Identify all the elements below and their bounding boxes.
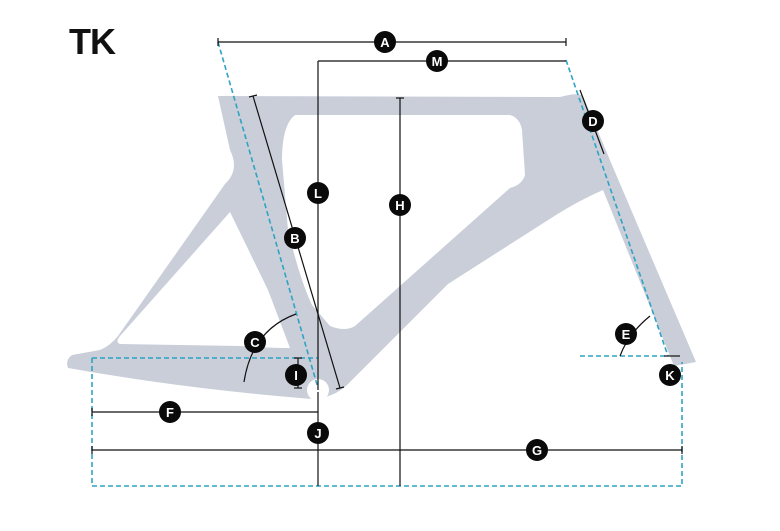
label-badge-a: A — [374, 31, 396, 53]
label-badge-c: C — [244, 331, 266, 353]
frame-outline — [67, 94, 697, 399]
label-b: B — [290, 231, 299, 246]
dim-line-b-cap-t — [248, 94, 258, 98]
label-badge-e: E — [615, 323, 637, 345]
label-j: J — [314, 426, 321, 441]
label-badge-j: J — [307, 422, 329, 444]
reference-lines — [91, 41, 683, 487]
label-m: M — [432, 54, 443, 69]
dim-line-b-cap-b — [335, 386, 345, 390]
label-h: H — [395, 198, 404, 213]
label-badge-b: B — [284, 227, 306, 249]
label-d: D — [588, 114, 597, 129]
label-l: L — [314, 186, 322, 201]
label-badge-f: F — [159, 401, 181, 423]
label-f: F — [166, 405, 174, 420]
label-a: A — [380, 35, 390, 50]
label-badge-h: H — [389, 194, 411, 216]
label-badge-m: M — [426, 50, 448, 72]
label-badge-g: G — [526, 439, 548, 461]
label-k: K — [665, 368, 675, 383]
label-c: C — [250, 335, 260, 350]
label-badge-d: D — [582, 110, 604, 132]
wheelbase-box-lower — [91, 358, 683, 487]
label-badge-l: L — [307, 182, 329, 204]
label-badge-i: I — [285, 364, 307, 386]
label-g: G — [532, 443, 542, 458]
label-badge-k: K — [659, 364, 681, 386]
seat-tube-ref — [217, 41, 319, 389]
model-title: TK — [69, 21, 116, 62]
bike-frame — [67, 94, 697, 401]
label-e: E — [622, 327, 631, 342]
label-badges: A M D L H B C E I K F J G — [159, 31, 681, 461]
label-i: I — [294, 368, 298, 383]
head-tube-ref — [565, 59, 669, 357]
